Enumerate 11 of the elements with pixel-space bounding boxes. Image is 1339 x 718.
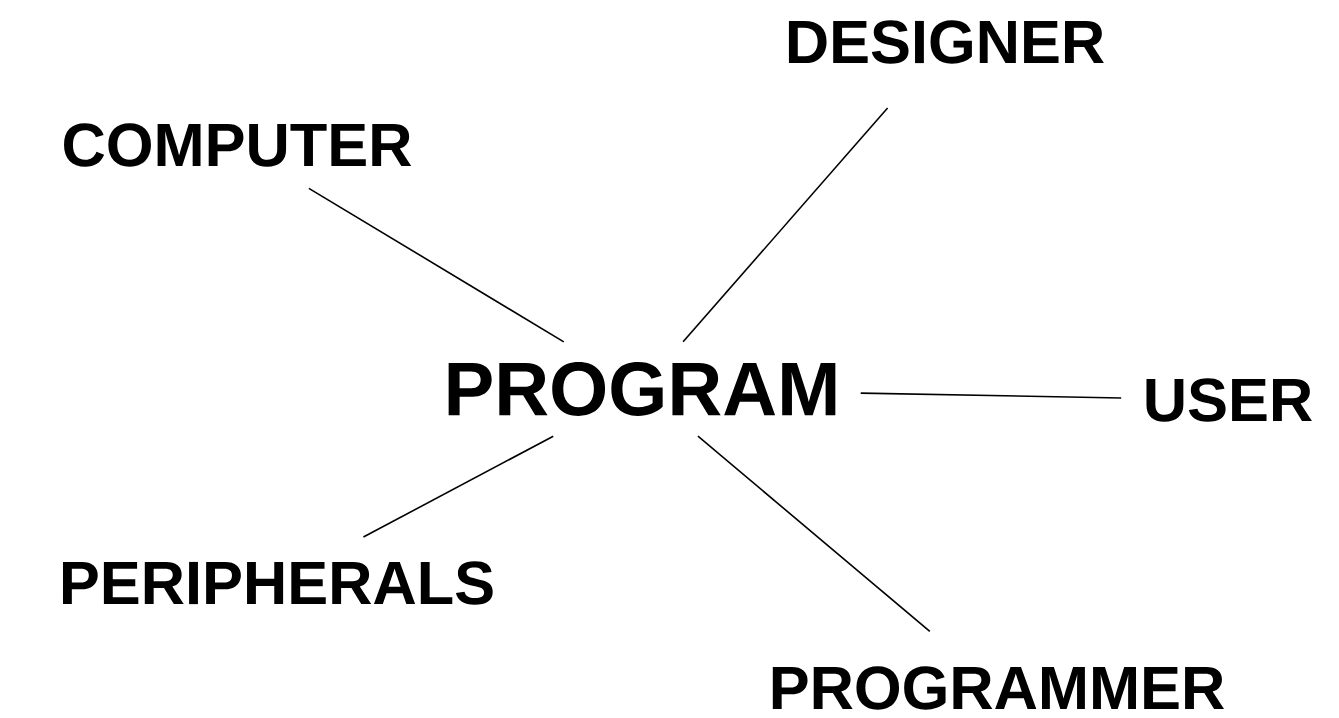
connector-line <box>859 392 1122 399</box>
node-label: PERIPHERALS <box>63 561 493 605</box>
connector-line <box>362 435 555 538</box>
node-label: PROGRAM <box>448 362 836 416</box>
node-label: COMPUTER <box>64 123 412 167</box>
node-label: DESIGNER <box>788 20 1104 64</box>
node-label: PROGRAMMER <box>772 666 1225 710</box>
connector-line <box>308 187 565 343</box>
connector-line <box>697 435 931 633</box>
node-label: USER <box>1146 378 1312 422</box>
connector-line <box>682 107 889 343</box>
